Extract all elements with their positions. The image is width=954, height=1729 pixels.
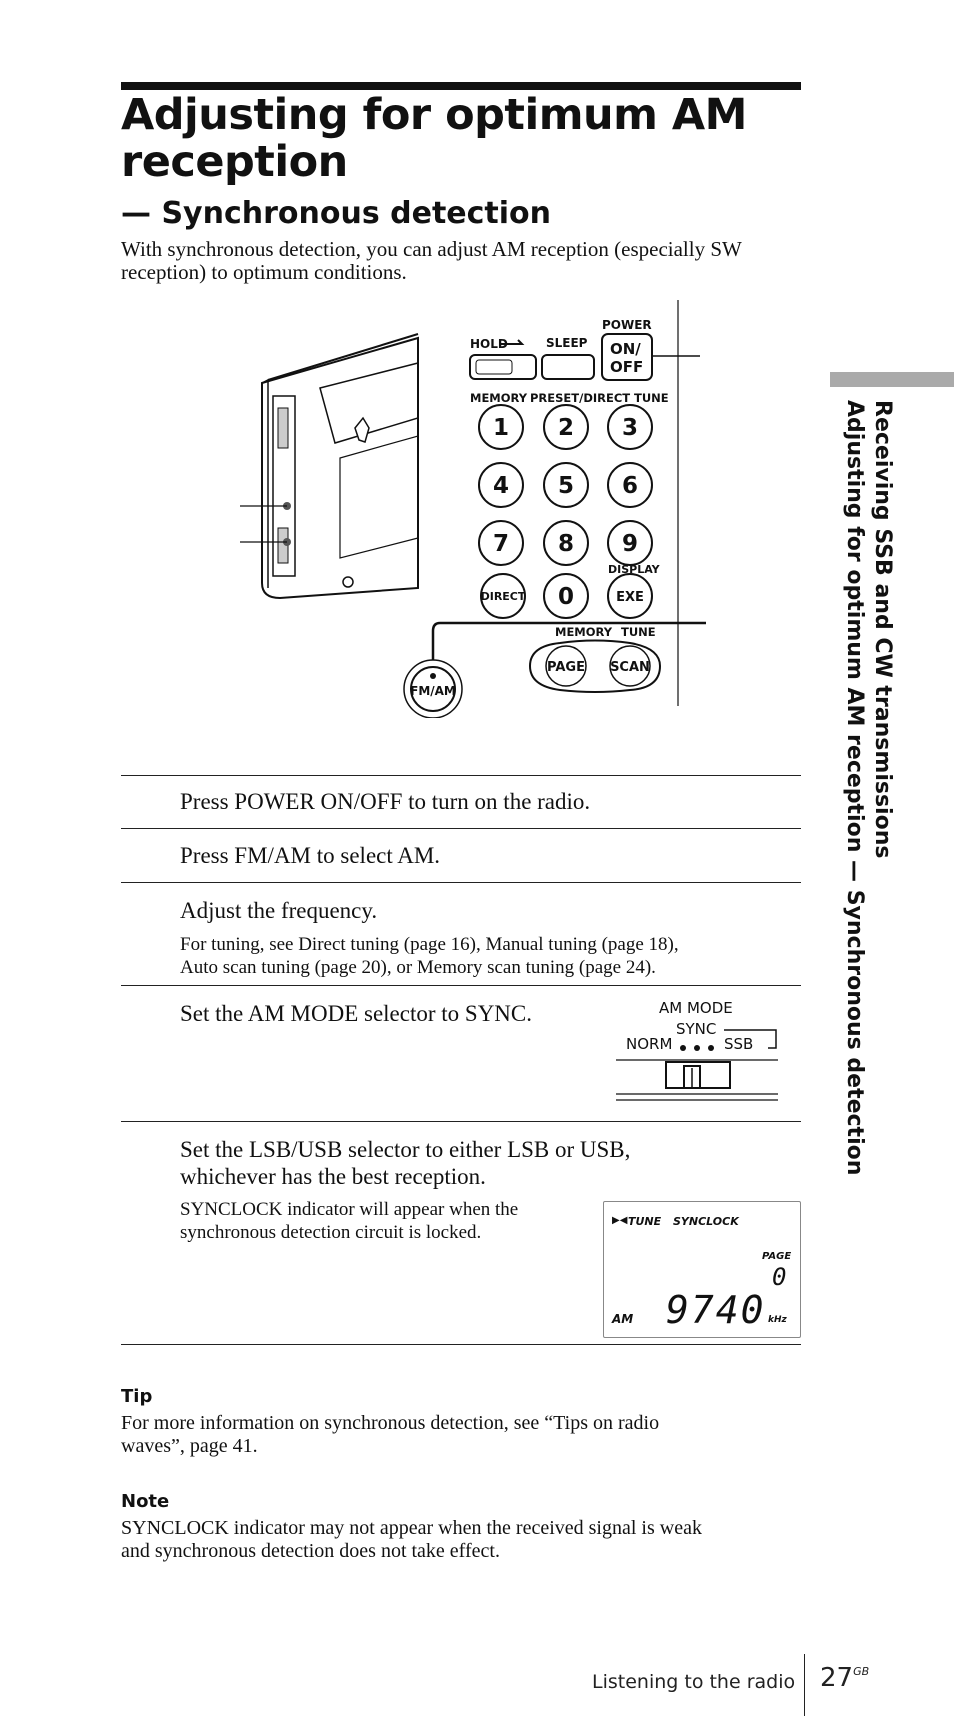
key-5-label: 5 xyxy=(558,473,574,499)
power-on-off-button[interactable] xyxy=(601,333,653,381)
footer-divider xyxy=(804,1654,805,1716)
power-on-label: ON/ xyxy=(610,340,641,358)
preset-direct-label: PRESET/DIRECT xyxy=(530,391,630,405)
note-line: and synchronous detection does not take … xyxy=(121,1540,500,1562)
fm-am-button[interactable] xyxy=(410,666,456,712)
key-3-button[interactable] xyxy=(607,404,653,450)
fm-am-label: FM/AM xyxy=(410,684,456,698)
page-number-value: 27 xyxy=(820,1663,854,1693)
synclock-indicator: SYNCLOCK xyxy=(673,1215,739,1228)
key-8-button[interactable] xyxy=(543,520,589,566)
step-divider xyxy=(121,882,801,883)
step-divider xyxy=(121,775,801,776)
display-label: DISPLAY xyxy=(608,563,661,576)
step-5-subtext-line: synchronous detection circuit is locked. xyxy=(180,1222,482,1243)
step-5-text-line: whichever has the best reception. xyxy=(180,1164,486,1189)
direct-label: DIRECT xyxy=(481,590,526,603)
step-divider xyxy=(121,985,801,986)
key-1-button[interactable] xyxy=(478,404,524,450)
side-running-header: Receiving SSB and CW transmissions Adjus… xyxy=(840,400,896,1175)
step-5-subtext-line: SYNCLOCK indicator will appear when the xyxy=(180,1199,519,1220)
step-divider xyxy=(121,828,801,829)
tip-line: For more information on synchronous dete… xyxy=(121,1412,660,1434)
key-1-label: 1 xyxy=(493,415,509,441)
step-3-subtext-line: For tuning, see Direct tuning (page 16),… xyxy=(180,934,679,955)
key-0-label: 0 xyxy=(558,584,574,610)
am-mode-selector-illustration: AM MODE SYNC NORM SSB xyxy=(616,999,778,1101)
sleep-label: SLEEP xyxy=(546,336,588,350)
step-3-text: Adjust the frequency. xyxy=(180,898,378,923)
section-tab xyxy=(830,372,954,387)
key-4-button[interactable] xyxy=(478,462,524,508)
radio-illustration: HOLD SLEEP POWER ON/ OFF MEMORY PRESET/D… xyxy=(240,300,706,718)
key-8-label: 8 xyxy=(558,531,574,557)
key-6-label: 6 xyxy=(622,473,638,499)
key-3-label: 3 xyxy=(622,415,638,441)
memory-label: MEMORY xyxy=(470,391,528,405)
display-band: AM xyxy=(612,1312,634,1326)
note-line: SYNCLOCK indicator may not appear when t… xyxy=(121,1517,702,1539)
power-off-label: OFF xyxy=(610,358,643,376)
step-divider xyxy=(121,1121,801,1122)
step-4-text: Set the AM MODE selector to SYNC. xyxy=(180,1001,533,1026)
step-5-text-line: Set the LSB/USB selector to either LSB o… xyxy=(180,1137,631,1162)
key-9-label: 9 xyxy=(622,531,638,557)
power-label: POWER xyxy=(602,318,652,332)
key-7-label: 7 xyxy=(493,531,509,557)
memory-tune-label-memory: MEMORY xyxy=(555,625,613,639)
scan-button[interactable] xyxy=(609,645,651,687)
tip-line: waves”, page 41. xyxy=(121,1435,258,1457)
norm-label: NORM xyxy=(626,1035,672,1053)
key-9-button[interactable] xyxy=(607,520,653,566)
direct-button[interactable] xyxy=(480,573,526,619)
am-mode-label: AM MODE xyxy=(659,999,733,1017)
display-page-label: PAGE xyxy=(762,1251,792,1262)
key-4-label: 4 xyxy=(493,473,509,499)
radio-display: ▶◀ TUNE SYNCLOCK PAGE 0 AM 9740 kHz xyxy=(603,1201,801,1338)
key-6-button[interactable] xyxy=(607,462,653,508)
tip-heading: Tip xyxy=(121,1386,153,1407)
step-divider xyxy=(121,1344,801,1345)
page-button[interactable] xyxy=(545,645,587,687)
hold-label: HOLD xyxy=(470,337,508,351)
note-heading: Note xyxy=(121,1491,170,1512)
display-unit: kHz xyxy=(768,1315,787,1325)
title-rule xyxy=(121,82,801,90)
page-title: Adjusting for optimum AM reception xyxy=(121,90,747,187)
footer-section: Listening to the radio xyxy=(592,1671,796,1693)
exe-button[interactable] xyxy=(607,573,653,619)
tune-label: TUNE xyxy=(634,391,669,405)
ssb-label: SSB xyxy=(724,1035,753,1053)
step-2-text: Press FM/AM to select AM. xyxy=(180,843,441,868)
key-0-button[interactable] xyxy=(543,573,589,619)
exe-label: EXE xyxy=(616,590,644,605)
key-5-button[interactable] xyxy=(543,462,589,508)
step-3-subtext-line: Auto scan tuning (page 20), or Memory sc… xyxy=(180,957,656,978)
side-header-line-2: Adjusting for optimum AM reception — Syn… xyxy=(842,400,867,1176)
side-header-line-1: Receiving SSB and CW transmissions xyxy=(870,400,895,859)
intro-paragraph: With synchronous detection, you can adju… xyxy=(121,237,742,284)
display-frequency: 9740 xyxy=(666,1288,766,1332)
display-page-value: 0 xyxy=(772,1263,787,1291)
page-number-suffix: GB xyxy=(853,1665,870,1678)
sleep-button[interactable] xyxy=(541,354,595,380)
page-button-label: PAGE xyxy=(547,660,585,675)
page-subtitle: — Synchronous detection xyxy=(121,196,552,231)
key-2-button[interactable] xyxy=(543,404,589,450)
key-2-label: 2 xyxy=(558,415,574,441)
memory-tune-label-tune: TUNE xyxy=(621,625,656,639)
page-number: 27GB xyxy=(820,1663,869,1693)
sync-label: SYNC xyxy=(676,1020,716,1038)
key-7-button[interactable] xyxy=(478,520,524,566)
tune-indicator-icon: ▶◀ xyxy=(612,1215,628,1226)
scan-button-label: SCAN xyxy=(610,660,650,675)
step-1-text: Press POWER ON/OFF to turn on the radio. xyxy=(180,789,591,814)
display-tune-label: TUNE xyxy=(628,1215,662,1228)
